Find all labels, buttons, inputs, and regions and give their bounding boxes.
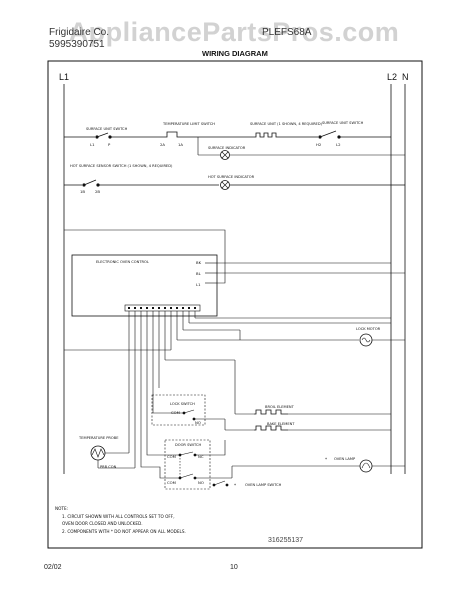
terminal-l2: L2 — [336, 142, 341, 147]
footer-page-number: 10 — [230, 564, 238, 571]
terminal-lock-no: NO — [195, 420, 201, 425]
footer-date: 02/02 — [44, 564, 62, 571]
header-model: PLEFS68A — [262, 27, 312, 38]
terminal-bl: BL — [196, 271, 202, 276]
oven-lamp-switch-label: OVEN LAMP SWITCH — [245, 483, 282, 487]
temp-limit-switch-symbol — [164, 131, 180, 138]
hot-surface-sensor-switch-label: HOT SURFACE SENSOR SWITCH (1 SHOWN, 4 RE… — [70, 164, 173, 168]
note-2: 2. COMPONENTS WITH * DO NOT APPEAR ON AL… — [62, 529, 186, 534]
lock-motor: LOCK MOTOR — [239, 327, 405, 347]
oven-lamp-circuit: OVEN LAMP * OVEN LAMP SWITCH * — [212, 457, 405, 488]
surface-unit-label: SURFACE UNIT (1 SHOWN, 4 REQUIRED) — [250, 122, 323, 126]
terminal-door-com-upper: COM — [167, 454, 176, 459]
switch-blade — [83, 179, 97, 186]
door-switch-box — [164, 439, 211, 490]
electronic-oven-control: ELECTRONIC OVEN CONTROL BK BL L1 — [64, 229, 405, 317]
lock-switch: LOCK SWITCH COM NO — [151, 394, 226, 430]
lock-switch-box — [151, 394, 206, 426]
svg-text:*: * — [325, 457, 327, 462]
bake-element-label: BAKE ELEMENT — [267, 422, 295, 426]
terminal-1a: 1A — [178, 142, 183, 147]
terminal-door-nc: NC — [198, 454, 204, 459]
diagram-notes: NOTE: 1. CIRCUIT SHOWN WITH ALL CONTROLS… — [55, 506, 186, 534]
lock-switch-label: LOCK SWITCH — [170, 402, 195, 406]
terminal-l1: L1 — [90, 142, 95, 147]
temp-limit-switch-label: TEMPERATURE LIMIT SWITCH — [162, 122, 215, 126]
switch-blade — [96, 132, 109, 138]
rail-label-n: N — [402, 72, 409, 82]
broil-element-label: BROIL ELEMENT — [265, 405, 295, 409]
terminal-h2: H2 — [316, 142, 322, 147]
note-1a: 1. CIRCUIT SHOWN WITH ALL CONTROLS SET T… — [62, 514, 175, 519]
header-publication-number: 5995390751 — [49, 39, 105, 50]
surface-unit-element-symbol — [254, 132, 280, 138]
electronic-oven-control-box — [71, 254, 218, 317]
hot-surface-circuit: HOT SURFACE SENSOR SWITCH (1 SHOWN, 4 RE… — [64, 164, 405, 194]
oven-elements: BROIL ELEMENT BAKE ELEMENT — [225, 360, 391, 431]
door-switch-label: DOOR SWITCH — [175, 443, 201, 447]
hot-surface-indicator-label: HOT SURFACE INDICATOR — [208, 175, 255, 179]
temperature-probe-label: TEMPERATURE PROBE — [78, 436, 119, 440]
hot-surface-indicator-lamp — [220, 180, 230, 190]
switch-blade — [319, 130, 337, 138]
control-terminal-strip — [124, 304, 201, 312]
prb-con-label: PRB CON — [100, 465, 117, 469]
surface-indicator-label: SURFACE INDICATOR — [208, 146, 246, 150]
terminal-door-no: NO — [198, 480, 204, 485]
terminal-p: P — [108, 142, 111, 147]
terminal-2a: 2A — [160, 142, 165, 147]
note-heading: NOTE: — [55, 506, 68, 511]
part-number: 316255137 — [268, 537, 303, 544]
diagram-frame — [47, 60, 423, 549]
terminal-bk: BK — [196, 260, 202, 265]
door-switch: DOOR SWITCH COM NC COM NO — [140, 400, 232, 490]
surface-unit-circuit: SURFACE UNIT SWITCH L1 P TEMPERATURE LIM… — [64, 121, 405, 160]
diagram-title: WIRING DIAGRAM — [202, 49, 268, 58]
terminal-2b: 2B — [95, 189, 100, 194]
bake-element-symbol — [254, 425, 288, 431]
surface-indicator-lamp — [220, 150, 230, 160]
surface-unit-switch-left-label: SURFACE UNIT SWITCH — [86, 127, 128, 131]
oven-lamp-symbol — [359, 459, 373, 473]
terminal-door-com-lower: COM — [167, 480, 176, 485]
terminal-eoc-l1: L1 — [196, 282, 201, 287]
electronic-oven-control-label: ELECTRONIC OVEN CONTROL — [96, 260, 149, 264]
terminal-lock-com: COM — [171, 410, 180, 415]
temperature-probe: TEMPERATURE PROBE PRB CON — [78, 420, 136, 469]
control-leads — [64, 311, 391, 432]
rail-label-l1: L1 — [59, 72, 69, 82]
watermark-text: AppliancePartsPros.com — [69, 17, 400, 47]
svg-text:*: * — [234, 483, 236, 488]
surface-unit-switch-right-label: SURFACE UNIT SWITCH — [322, 121, 364, 125]
rail-label-l2: L2 — [387, 72, 397, 82]
terminal-1b: 1B — [80, 189, 85, 194]
note-1b: OVEN DOOR CLOSED AND UNLOCKED. — [62, 521, 143, 526]
lock-motor-label: LOCK MOTOR — [356, 327, 381, 331]
header-brand: Frigidaire Co. — [49, 27, 109, 38]
oven-lamp-label: OVEN LAMP — [334, 457, 356, 461]
broil-element-symbol — [254, 409, 288, 415]
